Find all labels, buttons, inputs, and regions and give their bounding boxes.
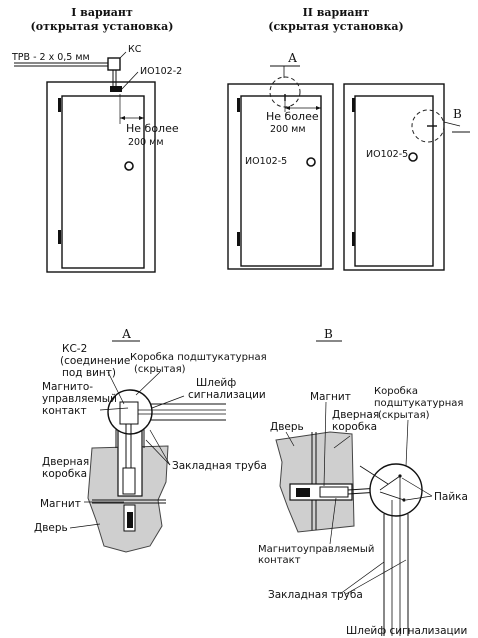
mag-b-line1: Магнитоуправляемый bbox=[258, 544, 374, 555]
variant1-title: I вариант bbox=[71, 6, 133, 19]
detail-a-magnet bbox=[127, 512, 133, 528]
frame-b-line2: коробка bbox=[332, 421, 377, 433]
io102-2-sensor bbox=[110, 86, 122, 92]
pipe-b-label: Закладная труба bbox=[268, 589, 363, 601]
box-b-line2: подштукатурная bbox=[374, 398, 463, 409]
marker-b: В bbox=[453, 107, 462, 121]
box-b-line1: Коробка bbox=[374, 386, 418, 397]
magnet-b-label: Магнит bbox=[310, 391, 351, 403]
ks2-line1: КС-2 bbox=[62, 343, 87, 355]
loop-a-line2: сигнализации bbox=[188, 389, 266, 401]
dimension-variant2 bbox=[284, 100, 322, 112]
box-a-line1: Коробка подштукатурная bbox=[130, 352, 267, 363]
frame-b-line1: Дверная bbox=[332, 409, 379, 421]
mag-a-line1: Магнито- bbox=[42, 381, 93, 393]
ks-label: КС bbox=[128, 44, 142, 55]
solder-label: Пайка bbox=[434, 491, 468, 503]
box-b-line3: (скрытая) bbox=[378, 410, 430, 421]
box-a-line2: (скрытая) bbox=[134, 364, 186, 375]
mag-a-line2: управляемый bbox=[42, 393, 117, 405]
ks-terminal-box bbox=[107, 57, 121, 71]
io102-5-label-b: ИО102-5 bbox=[366, 149, 408, 160]
door-variant2-a bbox=[227, 83, 334, 270]
dimension1-line2: 200 мм bbox=[128, 137, 164, 148]
detail-b-callout bbox=[411, 109, 445, 143]
door-variant2-b bbox=[343, 83, 445, 271]
detail-b-junction-box bbox=[369, 463, 423, 517]
detail-a-drawing bbox=[87, 389, 226, 553]
door-a-label: Дверь bbox=[34, 522, 68, 534]
detail-a-title: А bbox=[122, 327, 131, 341]
detail-a-leaders bbox=[69, 371, 185, 529]
detail-b-leaders bbox=[285, 401, 433, 595]
mag-b-line2: контакт bbox=[258, 555, 301, 566]
frame-a-line2: коробка bbox=[42, 468, 87, 480]
door-b-label: Дверь bbox=[270, 421, 304, 433]
dimension1-line1: Не более bbox=[126, 122, 179, 135]
variant1-subtitle: (открытая установка) bbox=[31, 20, 174, 33]
variant2-title: II вариант bbox=[303, 6, 370, 19]
ks2-line2: (соединение bbox=[60, 355, 130, 367]
ks2-line3: под винт) bbox=[62, 367, 116, 379]
detail-b-magnet bbox=[296, 488, 310, 497]
loop-a-line1: Шлейф bbox=[196, 377, 236, 389]
dimension2-line2: 200 мм bbox=[270, 124, 306, 135]
frame-a-line1: Дверная bbox=[42, 456, 89, 468]
magnet-a-label: Магнит bbox=[40, 498, 81, 510]
cable-trv bbox=[14, 51, 139, 92]
loop-b-label: Шлейф сигнализации bbox=[346, 625, 467, 637]
io102-5-label-a: ИО102-5 bbox=[245, 156, 287, 167]
detail-b-title: В bbox=[324, 327, 333, 341]
io102-2-label: ИО102-2 bbox=[140, 66, 182, 77]
pipe-a-label: Закладная труба bbox=[172, 460, 267, 472]
mag-a-line3: контакт bbox=[42, 405, 87, 417]
door-variant1 bbox=[46, 81, 156, 273]
trv-label: ТРВ - 2 х 0,5 мм bbox=[11, 52, 90, 63]
marker-a: А bbox=[288, 51, 297, 65]
variant2-subtitle: (скрытая установка) bbox=[268, 20, 403, 33]
dimension-variant1 bbox=[119, 94, 145, 124]
detail-b-drawing bbox=[275, 431, 423, 636]
dimension2-line1: Не более bbox=[266, 110, 319, 123]
